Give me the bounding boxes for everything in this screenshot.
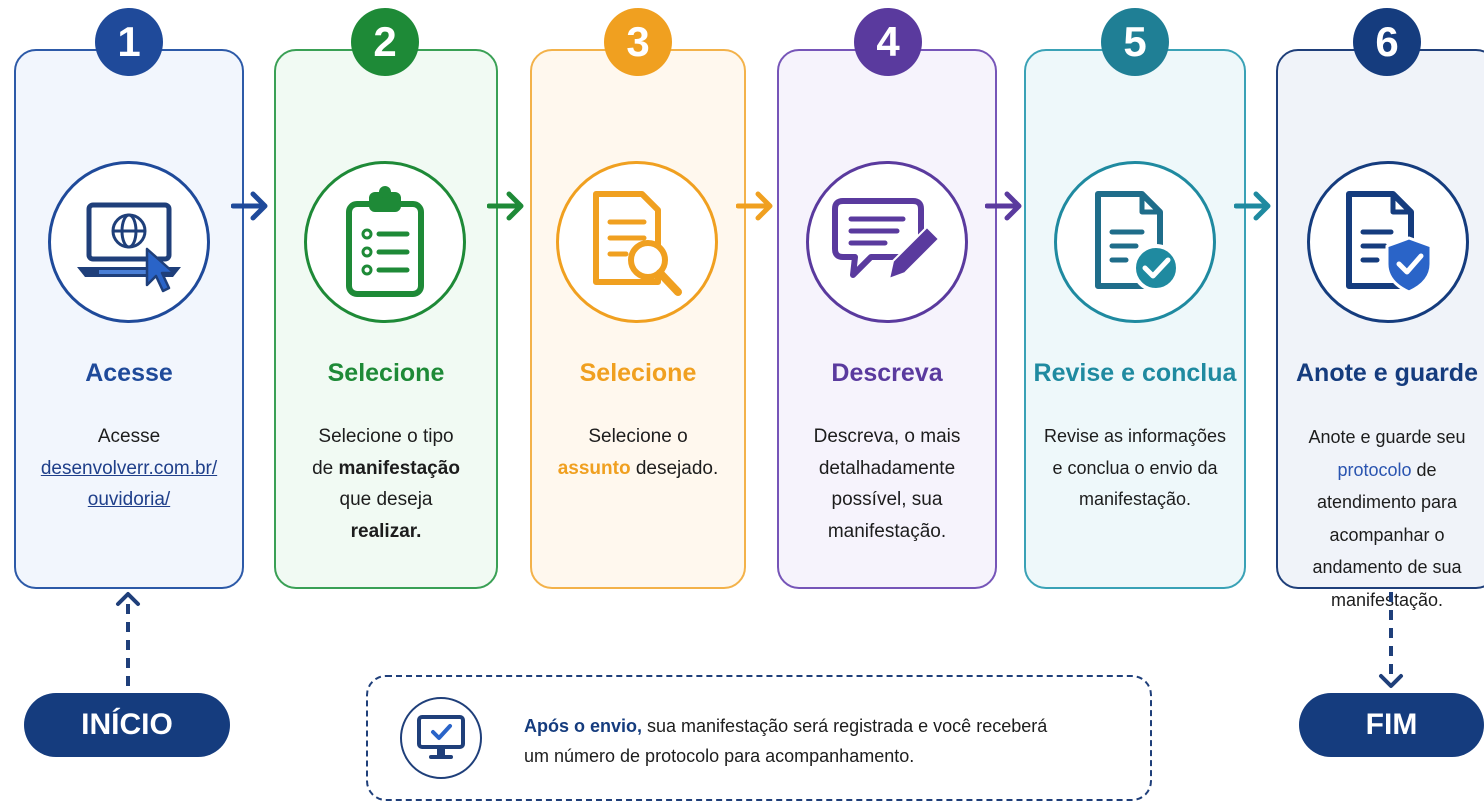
arrow-step-4-to-5 [985,191,1022,221]
step-5-icon-circle [1054,161,1216,323]
arrow-step-3-to-4 [736,191,773,221]
note-bold-text: Após o envio, [524,716,643,736]
step-3-description: Selecione o assunto desejado. [532,421,744,484]
arrow-step-5-to-6 [1234,191,1271,221]
step-5-card: Revise e conclua Revise as informações e… [1024,49,1246,589]
step-2-title: Selecione [327,359,445,387]
step-6-desc-line: andamento de sua [1312,557,1462,577]
monitor-check-icon [417,715,465,759]
step-3-title: Selecione [579,359,697,387]
step-4-description: Descreva, o mais detalhadamente possível… [779,421,995,547]
step-3-desc-line: Selecione o [588,426,688,447]
arrow-step-2-to-3 [487,191,524,221]
step-1-badge: 1 [95,8,163,76]
step-2-badge: 2 [351,8,419,76]
laptop-globe-icon [77,202,181,293]
clipboard-checklist-icon [346,186,424,297]
end-pill: FIM [1299,693,1484,757]
step-5-desc-line: Revise as informações [1043,426,1227,446]
step-4-icon-circle [806,161,968,323]
note-icon-circle [400,697,482,779]
chat-pencil-icon [832,198,940,280]
step-4-title: Descreva [831,359,943,387]
step-5-desc-line: manifestação. [1078,489,1192,509]
end-connector-arrow [1379,592,1403,688]
step-4-desc-line: possível, sua [831,489,943,510]
step-5-badge: 5 [1101,8,1169,76]
step-3-card: Selecione Selecione o assunto desejado. [530,49,746,589]
step-6-badge: 6 [1353,8,1421,76]
step-4-badge: 4 [854,8,922,76]
step-1-title: Acesse [85,359,173,387]
step-1-desc-text: Acesse [97,426,161,447]
step-6-description: Anote e guarde seu protocolo de atendime… [1278,421,1484,616]
note-text-line: sua manifestação será registrada e você … [642,716,1048,736]
note-text-line: um número de protocolo para acompanhamen… [524,746,915,766]
step-6-card: Anote e guarde Anote e guarde seu protoc… [1276,49,1484,610]
step-5-title: Revise e conclua [1033,359,1237,387]
step-3-desc-text: desejado. [630,457,719,479]
step-2-desc-text: de [312,457,339,479]
step-5-description: Revise as informações e conclua o envio … [1026,421,1244,516]
step-2-desc-bold: realizar. [350,520,422,542]
step-2-description: Selecione o tipo de manifestação que des… [276,421,496,547]
step-4-card: Descreva Descreva, o mais detalhadamente… [777,49,997,589]
step-1-icon-circle [48,161,210,323]
step-2-desc-line: que deseja [339,489,433,510]
start-pill: INÍCIO [24,693,230,757]
step-2-desc-bold: manifestação [338,457,460,479]
ouvidoria-link[interactable]: desenvolverr.com.br/ [40,457,218,479]
note-text: Após o envio, sua manifestação será regi… [524,711,1047,771]
step-4-desc-line: Descreva, o mais [813,426,961,447]
step-2-icon-circle [304,161,466,323]
step-3-desc-highlight: assunto [557,457,631,479]
ouvidoria-link-cont[interactable]: ouvidoria/ [87,489,171,510]
arrow-step-1-to-2 [231,191,268,221]
step-1-card: Acesse Acesse desenvolverr.com.br/ ouvid… [14,49,244,589]
step-6-desc-line: manifestação. [1330,589,1444,610]
document-shield-icon [1346,191,1433,294]
document-check-icon [1095,191,1180,292]
start-connector-arrow [116,592,140,686]
document-search-icon [593,191,682,296]
step-3-icon-circle [556,161,718,323]
step-6-title: Anote e guarde [1296,359,1478,387]
step-6-desc-line: Anote e guarde seu [1308,427,1466,447]
step-6-desc-line: atendimento para [1316,492,1458,512]
step-5-desc-line: e conclua o envio da [1052,457,1218,478]
step-4-desc-line: detalhadamente [818,457,956,479]
step-3-badge: 3 [604,8,672,76]
step-2-card: Selecione Selecione o tipo de manifestaç… [274,49,498,589]
step-6-desc-text: de [1411,459,1437,480]
step-4-desc-line: manifestação. [827,520,947,542]
step-1-description: Acesse desenvolverr.com.br/ ouvidoria/ [16,421,242,516]
step-6-icon-circle [1307,161,1469,323]
after-submission-note: Após o envio, sua manifestação será regi… [366,675,1152,801]
step-6-desc-highlight: protocolo [1337,459,1412,480]
step-2-desc-line: Selecione o tipo [318,426,454,447]
step-6-desc-line: acompanhar o [1329,524,1445,545]
